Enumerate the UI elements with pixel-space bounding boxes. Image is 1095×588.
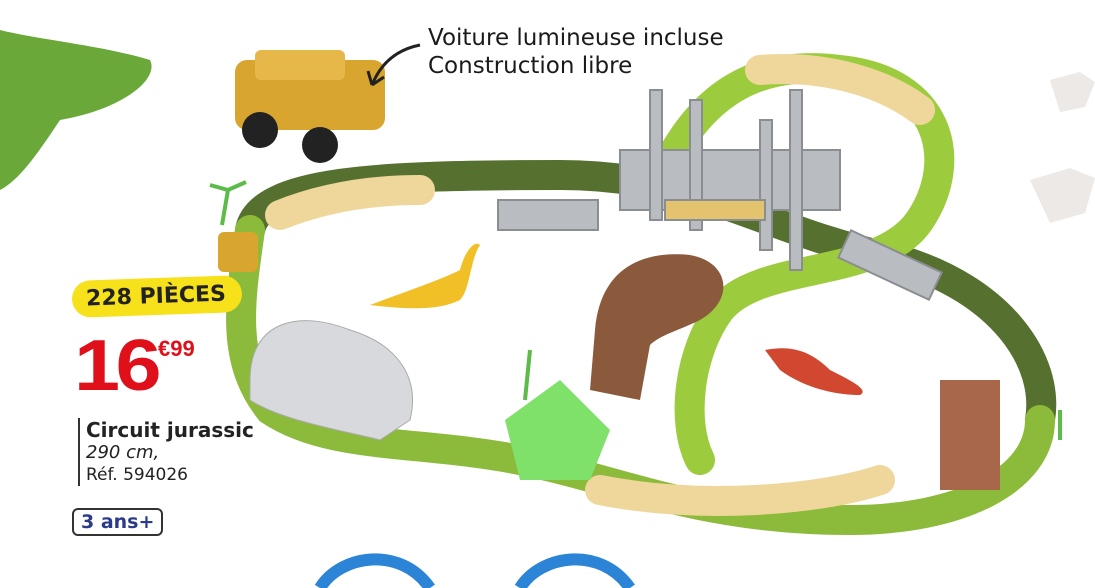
palm-tree <box>209 180 1062 440</box>
price-cents: €99 <box>158 336 195 361</box>
feature-caption: Voiture lumineuse incluse Construction l… <box>428 24 724 80</box>
bridge-pillar <box>649 89 663 221</box>
car-roof <box>255 50 345 80</box>
trex-head <box>590 254 724 400</box>
bridge-ramp <box>837 228 943 302</box>
bridge-ramp <box>497 199 599 231</box>
bridge <box>497 89 943 302</box>
bridge-sign <box>664 199 766 221</box>
price-integer: 16 <box>74 326 162 406</box>
footprint-icon <box>1030 72 1095 223</box>
red-dinosaur <box>765 348 863 395</box>
pieces-badge: 228 PIÈCES <box>71 275 243 318</box>
yellow-dinosaur <box>370 243 480 309</box>
arrow-icon <box>366 43 421 87</box>
crossing-piece <box>505 380 610 480</box>
track-segment <box>265 175 435 230</box>
product-reference: Réf. 594026 <box>86 465 188 485</box>
gate <box>940 380 1000 490</box>
dino-tail-image <box>0 30 152 190</box>
track-segment <box>585 465 895 516</box>
price: 16 €99 <box>74 330 195 402</box>
caption-line-2: Construction libre <box>428 53 633 79</box>
product-info: Circuit jurassic 290 cm, Réf. 594026 <box>78 418 254 486</box>
bridge-pillar <box>759 119 773 251</box>
loop-track <box>314 553 635 588</box>
toy-car <box>218 50 385 272</box>
age-badge: 3 ans+ <box>72 508 164 536</box>
car-wheel <box>302 127 338 163</box>
bridge-pillar <box>789 89 803 271</box>
caption-line-1: Voiture lumineuse incluse <box>428 25 724 51</box>
tunnel <box>249 320 413 441</box>
product-length: 290 cm, <box>86 442 160 463</box>
bridge-pillar <box>689 99 703 231</box>
car-wheel <box>242 112 278 148</box>
product-name: Circuit jurassic <box>86 418 254 442</box>
track-segment <box>745 54 935 125</box>
car-on-track <box>218 232 258 272</box>
